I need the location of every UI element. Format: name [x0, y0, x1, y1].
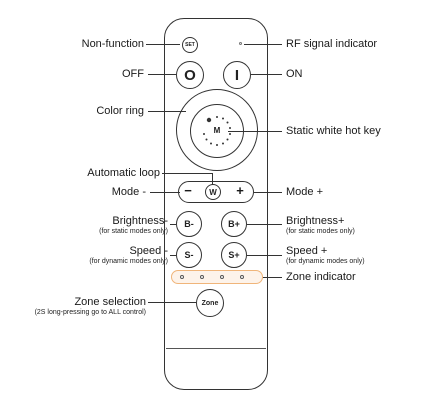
zone-selection-leader [148, 302, 196, 303]
off-label: OFF [122, 68, 144, 80]
mode-plus-label: Mode + [286, 186, 323, 198]
static-white-leader [228, 131, 282, 132]
zone-indicator-led-1 [180, 275, 184, 279]
white-key-dot-arc [203, 116, 231, 146]
speed-plus-note: (for dynamic modes only) [286, 258, 365, 265]
speed-plus-label: Speed + [286, 245, 328, 257]
static-white-label: Static white hot key [286, 125, 381, 137]
mode-minus-button[interactable]: − [184, 183, 192, 198]
remote-bottom-divider [166, 348, 266, 349]
non-function-label: Non-function [81, 38, 144, 50]
brightness-plus-note: (for static modes only) [286, 228, 355, 235]
brightness-minus-note: (for static modes only) [99, 228, 168, 235]
non-function-leader [146, 44, 180, 45]
zone-button[interactable]: Zone [196, 289, 224, 317]
mode-plus-button[interactable]: + [236, 183, 244, 198]
speed-minus-button[interactable]: S- [176, 242, 202, 268]
zone-indicator-leader [263, 277, 282, 278]
zone-selection-note: (2S long-pressing go to ALL control) [34, 309, 146, 316]
automatic-loop-leader-v [212, 173, 213, 185]
brightness-plus-label: Brightness+ [286, 215, 345, 227]
off-button[interactable]: O [176, 61, 204, 89]
mode-minus-label: Mode - [111, 186, 146, 198]
set-button[interactable]: SET [182, 37, 198, 53]
rf-signal-indicator-light [239, 42, 242, 45]
speed-minus-label: Speed - [129, 245, 168, 257]
brightness-minus-label: Brightness- [112, 215, 168, 227]
zone-indicator-led-4 [240, 275, 244, 279]
off-leader [148, 74, 176, 75]
speed-minus-leader [170, 255, 176, 256]
mode-minus-leader [150, 192, 180, 193]
speed-plus-button[interactable]: S+ [221, 242, 247, 268]
zone-selection-label: Zone selection [74, 296, 146, 308]
on-button[interactable]: I [223, 61, 251, 89]
mode-plus-leader [254, 192, 282, 193]
speed-minus-note: (for dynamic modes only) [89, 258, 168, 265]
speed-plus-leader [247, 255, 282, 256]
brightness-plus-button[interactable]: B+ [221, 211, 247, 237]
on-label: ON [286, 68, 303, 80]
color-ring-leader [148, 111, 186, 112]
color-ring-label: Color ring [96, 105, 144, 117]
automatic-loop-label: Automatic loop [87, 167, 160, 179]
on-leader [251, 74, 282, 75]
rf-indicator-label: RF signal indicator [286, 38, 378, 50]
rf-indicator-leader [244, 44, 282, 45]
zone-indicator-highlight [171, 270, 263, 284]
brightness-minus-leader [170, 224, 176, 225]
brightness-plus-leader [247, 224, 282, 225]
brightness-minus-button[interactable]: B- [176, 211, 202, 237]
zone-indicator-led-3 [220, 275, 224, 279]
zone-indicator-label: Zone indicator [286, 271, 356, 283]
zone-indicator-led-2 [200, 275, 204, 279]
automatic-loop-button[interactable]: W [205, 184, 221, 200]
white-key-label: M [213, 126, 221, 135]
automatic-loop-leader-h [162, 173, 213, 174]
